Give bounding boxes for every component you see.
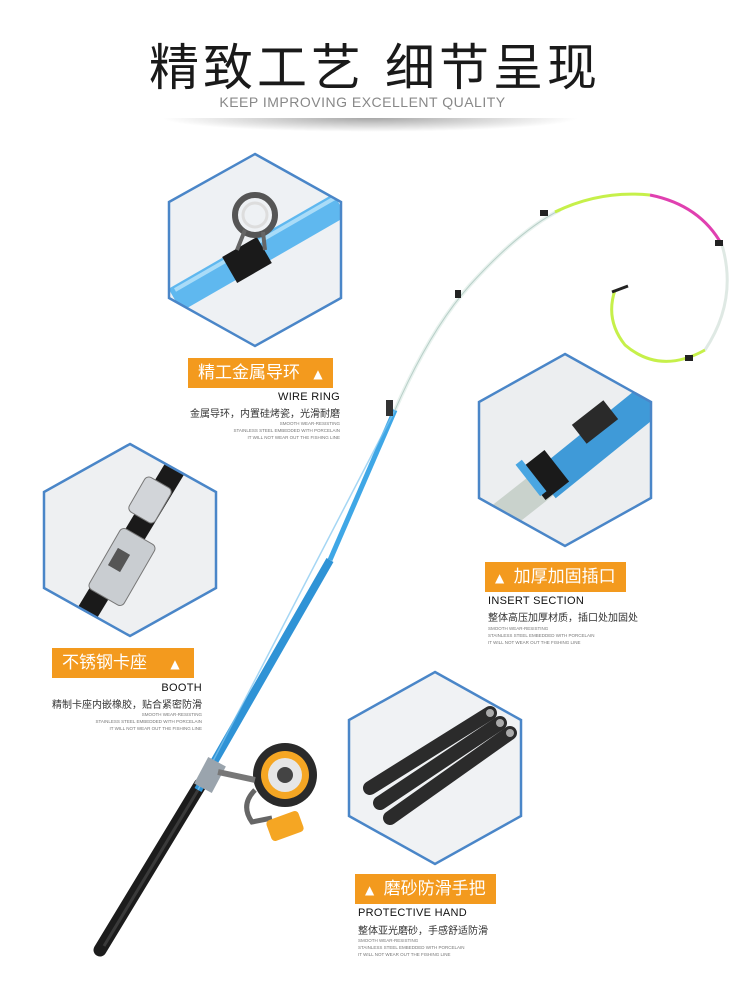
- title-divider-shadow: [160, 118, 580, 132]
- fine-print-3: IT WILL NOT WEAR OUT THE FISHING LINE: [358, 952, 451, 957]
- page-subtitle: KEEP IMPROVING EXCELLENT QUALITY: [219, 94, 506, 110]
- hex-protective-hand-closeup: [347, 670, 523, 866]
- feature-chinese-booth: 精制卡座内嵌橡胶，贴合紧密防滑: [52, 700, 202, 711]
- hex-wire-ring-closeup: [167, 152, 343, 348]
- badge-booth: 不锈钢卡座 ▲: [52, 648, 194, 678]
- triangle-marker-icon: ▲: [313, 367, 323, 381]
- fine-print-3: IT WILL NOT WEAR OUT THE FISHING LINE: [488, 640, 581, 645]
- feature-chinese-wire-ring: 金属导环，内置硅烤瓷，光滑耐磨: [190, 409, 340, 420]
- fine-print-1: SMOOTH WEAR-RESISTING: [488, 626, 549, 631]
- badge-protective-hand: ▲ 磨砂防滑手把: [355, 874, 496, 904]
- feature-english-wire-ring: WIRE RING: [278, 391, 340, 403]
- fine-print-1: SMOOTH WEAR-RESISTING: [358, 938, 419, 943]
- badge-label: 磨砂防滑手把: [383, 879, 486, 899]
- fine-print-2: STAINLESS STEEL EMBEDDED WITH PORCELAIN: [358, 945, 465, 950]
- badge-label: 不锈钢卡座: [62, 653, 147, 673]
- hex-insert-section-closeup: [477, 352, 653, 548]
- badge-wire-ring: 精工金属导环 ▲: [188, 358, 333, 388]
- fine-print-2: STAINLESS STEEL EMBEDDED WITH PORCELAIN: [233, 428, 340, 433]
- feature-english-insert-section: INSERT SECTION: [488, 595, 585, 607]
- feature-english-booth: BOOTH: [161, 682, 202, 694]
- page-title: 精致工艺 细节呈现: [149, 39, 601, 97]
- fine-print-3: IT WILL NOT WEAR OUT THE FISHING LINE: [109, 726, 202, 731]
- triangle-marker-icon: ▲: [495, 571, 505, 585]
- reel-graphic: [217, 743, 317, 842]
- feature-english-protective-hand: PROTECTIVE HAND: [358, 907, 468, 919]
- fine-print-1: SMOOTH WEAR-RESISTING: [141, 712, 202, 717]
- badge-label: 加厚加固插口: [513, 567, 616, 587]
- fine-print-3: IT WILL NOT WEAR OUT THE FISHING LINE: [247, 435, 340, 440]
- feature-chinese-insert-section: 整体高压加厚材质，插口处加固处: [488, 613, 638, 624]
- hex-booth-closeup: [42, 442, 218, 638]
- triangle-marker-icon: ▲: [170, 657, 180, 671]
- fine-print-2: STAINLESS STEEL EMBEDDED WITH PORCELAIN: [488, 633, 595, 638]
- triangle-marker-icon: ▲: [365, 883, 375, 897]
- fine-print-2: STAINLESS STEEL EMBEDDED WITH PORCELAIN: [95, 719, 202, 724]
- badge-insert-section: ▲ 加厚加固插口: [485, 562, 626, 592]
- fine-print-1: SMOOTH WEAR-RESISTING: [279, 421, 340, 426]
- badge-label: 精工金属导环: [198, 363, 300, 383]
- feature-chinese-protective-hand: 整体亚光磨砂，手感舒适防滑: [358, 926, 488, 937]
